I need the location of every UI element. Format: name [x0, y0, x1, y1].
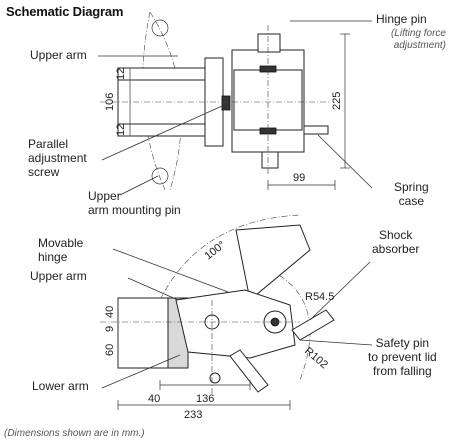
r102-arc — [269, 269, 311, 381]
note-hinge-pin: (Lifting force adjustment) — [346, 28, 446, 52]
movable-hinge-body — [175, 289, 296, 359]
dim-99: 99 — [293, 172, 305, 184]
parallel-screw — [221, 95, 231, 111]
dim-136: 136 — [196, 393, 214, 405]
safety-pin-knob — [209, 372, 221, 384]
hinge-pin-bottom — [261, 151, 279, 169]
dim-r54: R54.5 — [305, 291, 334, 303]
dim-12-top: 12 — [115, 68, 127, 80]
dim-r102: R102 — [302, 345, 330, 371]
dim-233: 233 — [184, 409, 202, 421]
pin-circle-top — [151, 19, 169, 37]
dim-12-bottom: 12 — [115, 124, 127, 136]
dim-9: 9 — [104, 326, 116, 332]
dim-106: 106 — [104, 93, 116, 111]
swing-arc-top-2 — [142, 11, 166, 191]
lid-open-outline — [235, 224, 311, 301]
label-hinge-pin: Hinge pin — [376, 12, 427, 26]
label-upper-arm-bottom: Upper arm — [30, 269, 87, 283]
safety-pin-arm — [229, 349, 269, 393]
note-line-2: adjustment) — [393, 40, 446, 51]
label-upper-arm-top: Upper arm — [30, 48, 87, 62]
note-line-1: (Lifting force — [390, 28, 446, 39]
upper-arm-flange-top — [117, 67, 211, 81]
diagram-title: Schematic Diagram — [6, 4, 124, 19]
shock-absorber-body — [291, 309, 335, 341]
upper-arm-flange-bottom — [117, 123, 211, 137]
label-lower-arm: Lower arm — [32, 379, 89, 393]
lower-arm-slab — [117, 297, 171, 369]
dim-225: 225 — [331, 92, 343, 110]
spring-latch — [303, 125, 329, 135]
dim-40-vertical: 40 — [104, 306, 116, 318]
dim-60: 60 — [104, 344, 116, 356]
hinge-pin-head — [257, 33, 281, 53]
footnote: (Dimensions shown are in mm.) — [4, 428, 145, 439]
pin-circle-bottom — [151, 167, 169, 185]
dim-40-horizontal: 40 — [148, 393, 160, 405]
dim-angle: 100° — [202, 239, 227, 262]
